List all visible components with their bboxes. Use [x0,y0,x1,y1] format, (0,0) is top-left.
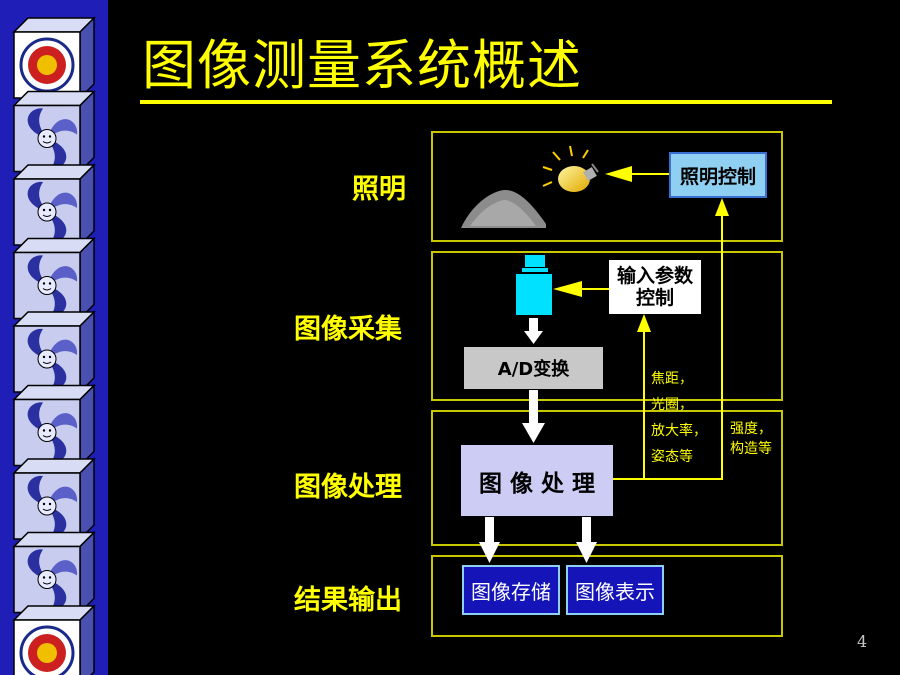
image-processing-label: 图 像 处 理 [478,470,596,497]
input-params-label-line1: 输入参数 [616,265,693,287]
note-pose: 姿态等 [651,449,693,465]
frame-processing [431,410,783,546]
smiley-cube-icon [12,310,96,394]
page-number: 4 [857,632,868,651]
smiley-cube-icon [12,163,96,247]
arrow-processing-to-display [576,517,597,563]
image-storage-box: 图像存储 [462,565,560,615]
note-aperture: 光圈， [651,397,693,413]
section-label-output: 结果输出 [294,585,402,616]
image-storage-label: 图像存储 [471,579,551,604]
title-underline [140,100,832,104]
note-intensity: 强度， [730,421,772,437]
arrow-ad-to-processing [522,390,545,443]
sidebar-cubes [12,16,96,675]
university-logo-icon [12,604,96,675]
note-structure: 构造等 [730,441,772,457]
decorative-sidebar [0,0,108,675]
section-label-acquisition: 图像采集 [294,314,402,345]
smiley-cube-icon [12,236,96,321]
arrow-camera-to-ad [524,318,543,344]
feedback-line-params [613,314,651,480]
input-params-box: 输入参数 控制 [609,260,701,314]
section-label-lighting: 照明 [352,174,406,205]
feedback-line-lighting [644,198,729,480]
section-label-processing: 图像处理 [294,472,402,503]
light-bulb-icon [542,145,599,192]
params-notes: 焦距， 光圈， 放大率， 姿态等 [651,366,707,470]
arrow-params-to-camera [553,281,609,297]
note-focal-length: 焦距， [651,371,693,387]
image-display-box: 图像表示 [566,565,664,615]
input-params-label-line2: 控制 [635,287,674,309]
slide-title: 图像测量系统概述 [142,34,582,97]
ad-convert-label: A/D变换 [497,359,570,380]
sample-pile-icon [461,189,546,228]
frame-output [431,555,783,637]
frame-acquisition [431,251,783,401]
arrow-processing-to-storage [479,517,500,563]
camera-icon [516,255,552,315]
ad-convert-box: A/D变换 [464,347,603,389]
lighting-control-box: 照明控制 [669,152,767,198]
frame-lighting [431,131,783,242]
smiley-cube-icon [12,383,96,468]
smiley-cube-icon [12,457,96,541]
lighting-control-label: 照明控制 [679,165,756,188]
smiley-cube-icon [12,89,96,174]
image-display-label: 图像表示 [575,579,655,604]
light-notes: 强度， 构造等 [730,419,772,459]
image-processing-box: 图 像 处 理 [461,445,613,516]
note-magnification: 放大率， [651,423,707,439]
arrow-control-to-bulb [605,166,669,182]
